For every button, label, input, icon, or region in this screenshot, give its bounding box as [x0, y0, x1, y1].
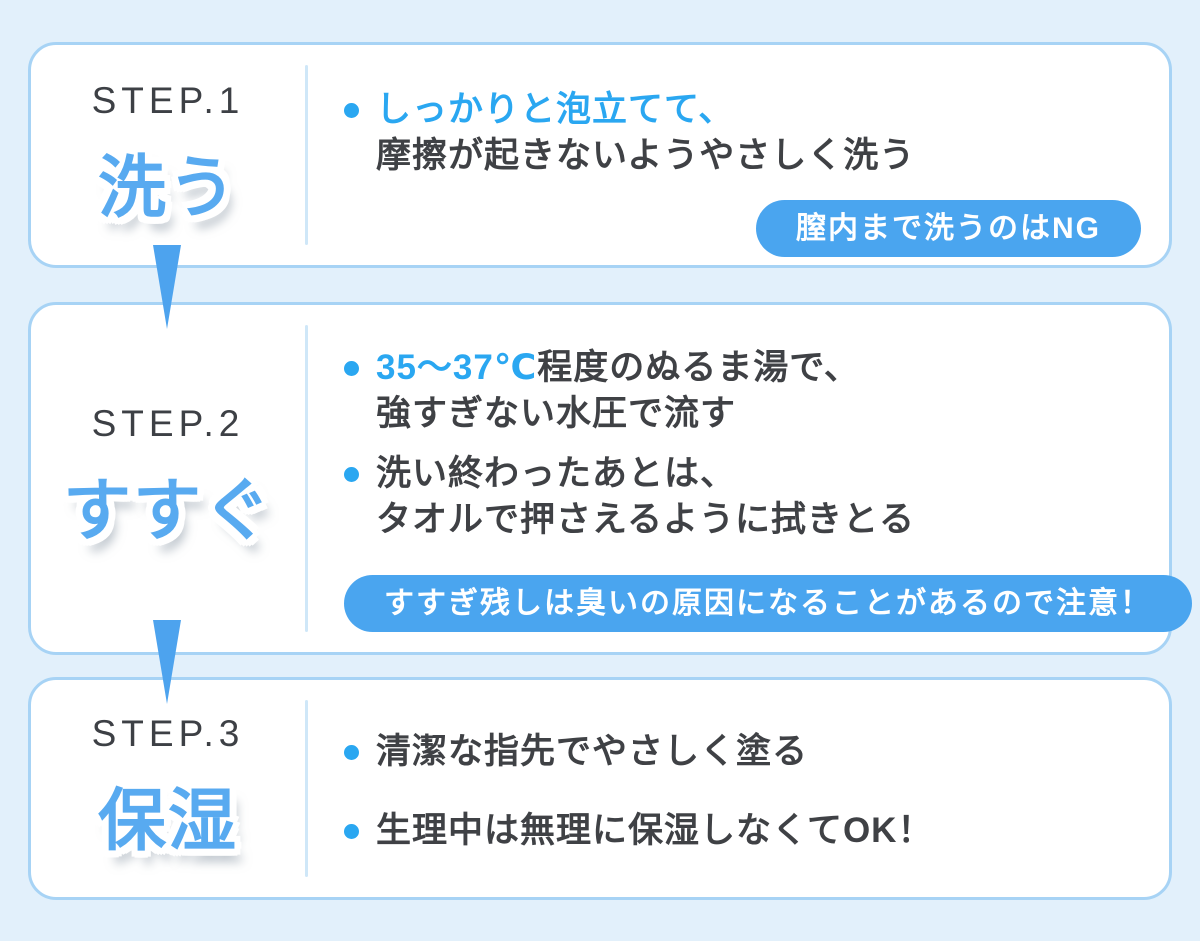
bullet-line: 洗い終わったあとは、	[376, 451, 915, 497]
bullet-dot-icon	[344, 467, 359, 482]
step-2-content: 35〜37℃程度のぬるま湯で、 強すぎない水圧で流す 洗い終わったあとは、 タオ…	[308, 305, 1200, 652]
vertical-divider	[305, 65, 308, 245]
bullet-dot-icon	[344, 824, 359, 839]
plain-text: 程度のぬるま湯で、	[537, 348, 860, 387]
bullet-dot-icon	[344, 103, 359, 118]
plain-text: 生理中は無理に保湿しなくてOK！	[376, 811, 934, 850]
step-3-header: STEP.3 保湿	[31, 680, 305, 897]
step-3-content: 清潔な指先でやさしく塗る 生理中は無理に保湿しなくてOK！	[308, 680, 1169, 897]
bullet-line: しっかりと泡立てて、	[376, 87, 915, 133]
bullet-line: タオルで押さえるように拭きとる	[376, 500, 915, 539]
vertical-divider	[305, 325, 308, 632]
plain-text: 清潔な指先でやさしく塗る	[376, 732, 809, 771]
bullet-line: 摩擦が起きないようやさしく洗う	[376, 136, 916, 175]
list-item: 生理中は無理に保湿しなくてOK！	[344, 808, 1141, 854]
step-1-content: しっかりと泡立てて、 摩擦が起きないようやさしく洗う 膣内まで洗うのはNG	[308, 45, 1169, 265]
step-2-title: すすぐ	[62, 473, 273, 549]
list-item: しっかりと泡立てて、 摩擦が起きないようやさしく洗う	[344, 87, 1141, 179]
vertical-divider	[305, 700, 308, 877]
bullet-line: 強すぎない水圧で流す	[376, 394, 737, 433]
warning-badge: 膣内まで洗うのはNG	[756, 200, 1141, 257]
step-1-title: 洗う	[97, 149, 238, 226]
bullet-line: 35〜37℃程度のぬるま湯で、	[376, 345, 860, 391]
step-1-header: STEP.1 洗う	[31, 45, 305, 265]
list-item: 清潔な指先でやさしく塗る	[344, 729, 1141, 775]
list-item: 35〜37℃程度のぬるま湯で、 強すぎない水圧で流す	[344, 345, 1192, 437]
step-card-1: STEP.1 洗う しっかりと泡立てて、 摩擦が起きないようやさしく洗う 膣内ま…	[28, 42, 1172, 268]
step-card-2: STEP.2 すすぐ 35〜37℃程度のぬるま湯で、 強すぎない水圧で流す 洗い…	[28, 302, 1192, 655]
step-3-title: 保湿	[97, 783, 238, 859]
list-item: 洗い終わったあとは、 タオルで押さえるように拭きとる	[344, 451, 1192, 543]
bullet-dot-icon	[344, 361, 359, 376]
bullet-line: 清潔な指先でやさしく塗る	[376, 729, 808, 775]
step-1-label: STEP.1	[91, 79, 245, 121]
bullet-line: 生理中は無理に保湿しなくてOK！	[376, 808, 933, 854]
step-3-label: STEP.3	[91, 713, 245, 754]
step-card-3: STEP.3 保湿 清潔な指先でやさしく塗る 生理中は無理に保湿しなくてOK！	[28, 677, 1172, 900]
step-2-header: STEP.2 すすぐ	[31, 305, 305, 652]
accent-text: 35〜37℃	[376, 348, 538, 387]
plain-text: 洗い終わったあとは、	[376, 454, 737, 493]
accent-text: しっかりと泡立てて、	[376, 90, 735, 129]
step-2-label: STEP.2	[91, 403, 245, 444]
bullet-dot-icon	[344, 745, 359, 760]
warning-badge: すすぎ残しは臭いの原因になることがあるので注意！	[344, 575, 1192, 632]
